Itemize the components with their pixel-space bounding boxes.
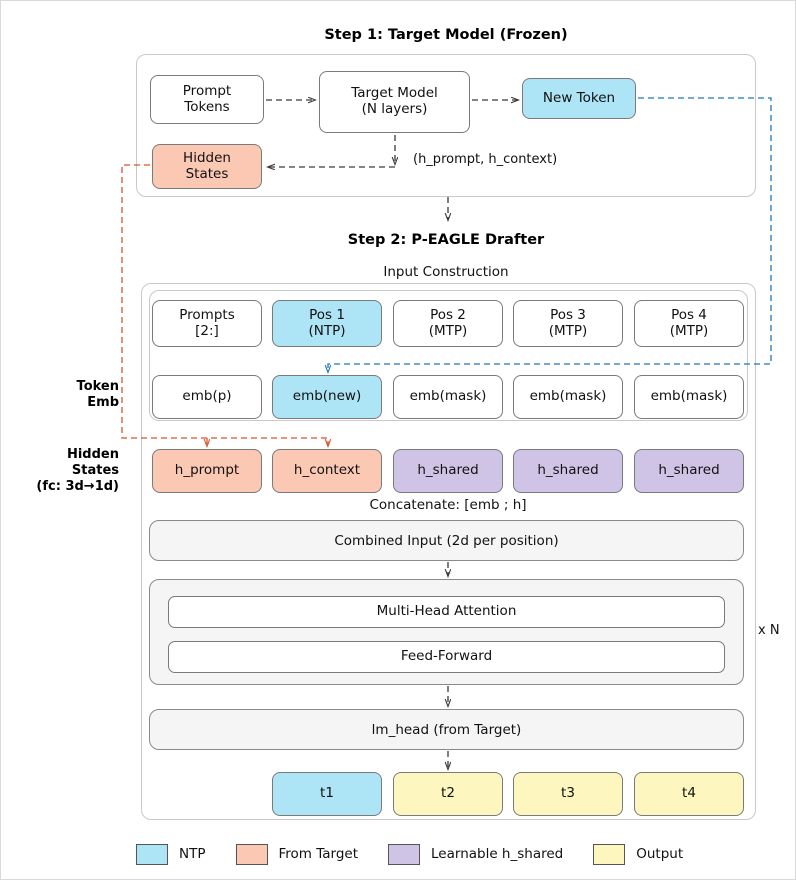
concatenate-label: Concatenate: [emb ; h] bbox=[369, 497, 527, 513]
legend-item-3: Output bbox=[593, 843, 684, 865]
transformer-repeat-label: x N bbox=[758, 623, 780, 638]
emb-cell-3[interactable]: emb(mask) bbox=[513, 375, 623, 419]
legend-swatch-ntp bbox=[136, 843, 168, 865]
lm-head-bar[interactable]: lm_head (from Target) bbox=[149, 709, 744, 750]
legend-swatch-output bbox=[593, 843, 626, 865]
legend-label-output: Output bbox=[636, 846, 684, 862]
new-token-box[interactable]: New Token bbox=[522, 78, 636, 119]
legend-label-from-target: From Target bbox=[278, 846, 359, 862]
step2-title: Step 2: P-EAGLE Drafter bbox=[347, 232, 545, 248]
hidden-cell-2[interactable]: h_shared bbox=[393, 449, 503, 493]
output-cell-0[interactable]: t1 bbox=[272, 772, 382, 816]
emb-cell-1[interactable]: emb(new) bbox=[272, 375, 382, 419]
legend-swatch-from-target bbox=[235, 843, 268, 865]
output-cell-1[interactable]: t2 bbox=[393, 772, 503, 816]
legend: NTP From Target Learnable h_shared Outpu… bbox=[136, 837, 756, 871]
output-cell-3[interactable]: t4 bbox=[634, 772, 744, 816]
step1-edge-label: (h_prompt, h_context) bbox=[413, 152, 558, 167]
prompt-tokens-box[interactable]: Prompt Tokens bbox=[150, 75, 264, 124]
output-cell-2[interactable]: t3 bbox=[513, 772, 623, 816]
hidden-cell-0[interactable]: h_prompt bbox=[152, 449, 262, 493]
emb-cell-0[interactable]: emb(p) bbox=[152, 375, 262, 419]
legend-label-ntp: NTP bbox=[179, 846, 206, 862]
combined-input-bar[interactable]: Combined Input (2d per position) bbox=[149, 520, 744, 561]
position-cell-0[interactable]: Prompts [2:] bbox=[152, 300, 262, 347]
hidden-cell-1[interactable]: h_context bbox=[272, 449, 382, 493]
combined-input-label: Combined Input (2d per position) bbox=[334, 532, 559, 549]
legend-label-learnable: Learnable h_shared bbox=[431, 846, 564, 862]
lm-head-label: lm_head (from Target) bbox=[371, 721, 522, 738]
hidden-cell-3[interactable]: h_shared bbox=[513, 449, 623, 493]
step2-subtitle: Input Construction bbox=[383, 264, 509, 280]
legend-item-1: From Target bbox=[235, 843, 359, 865]
feed-forward-box[interactable]: Feed-Forward bbox=[168, 641, 725, 673]
legend-item-2: Learnable h_shared bbox=[388, 843, 564, 865]
emb-cell-4[interactable]: emb(mask) bbox=[634, 375, 744, 419]
row-label-token-emb: Token Emb bbox=[76, 379, 119, 410]
hidden-states-box[interactable]: Hidden States bbox=[152, 144, 262, 189]
multi-head-attention-box[interactable]: Multi-Head Attention bbox=[168, 596, 725, 628]
emb-cell-2[interactable]: emb(mask) bbox=[393, 375, 503, 419]
row-label-hidden-states: Hidden States (fc: 3d→1d) bbox=[36, 447, 119, 494]
position-cell-1[interactable]: Pos 1 (NTP) bbox=[272, 300, 382, 347]
legend-swatch-learnable bbox=[388, 843, 421, 865]
legend-item-0: NTP bbox=[136, 843, 206, 865]
position-cell-3[interactable]: Pos 3 (MTP) bbox=[513, 300, 623, 347]
target-model-box[interactable]: Target Model (N layers) bbox=[319, 71, 470, 133]
step1-title: Step 1: Target Model (Frozen) bbox=[324, 27, 568, 43]
position-cell-4[interactable]: Pos 4 (MTP) bbox=[634, 300, 744, 347]
hidden-cell-4[interactable]: h_shared bbox=[634, 449, 744, 493]
position-cell-2[interactable]: Pos 2 (MTP) bbox=[393, 300, 503, 347]
